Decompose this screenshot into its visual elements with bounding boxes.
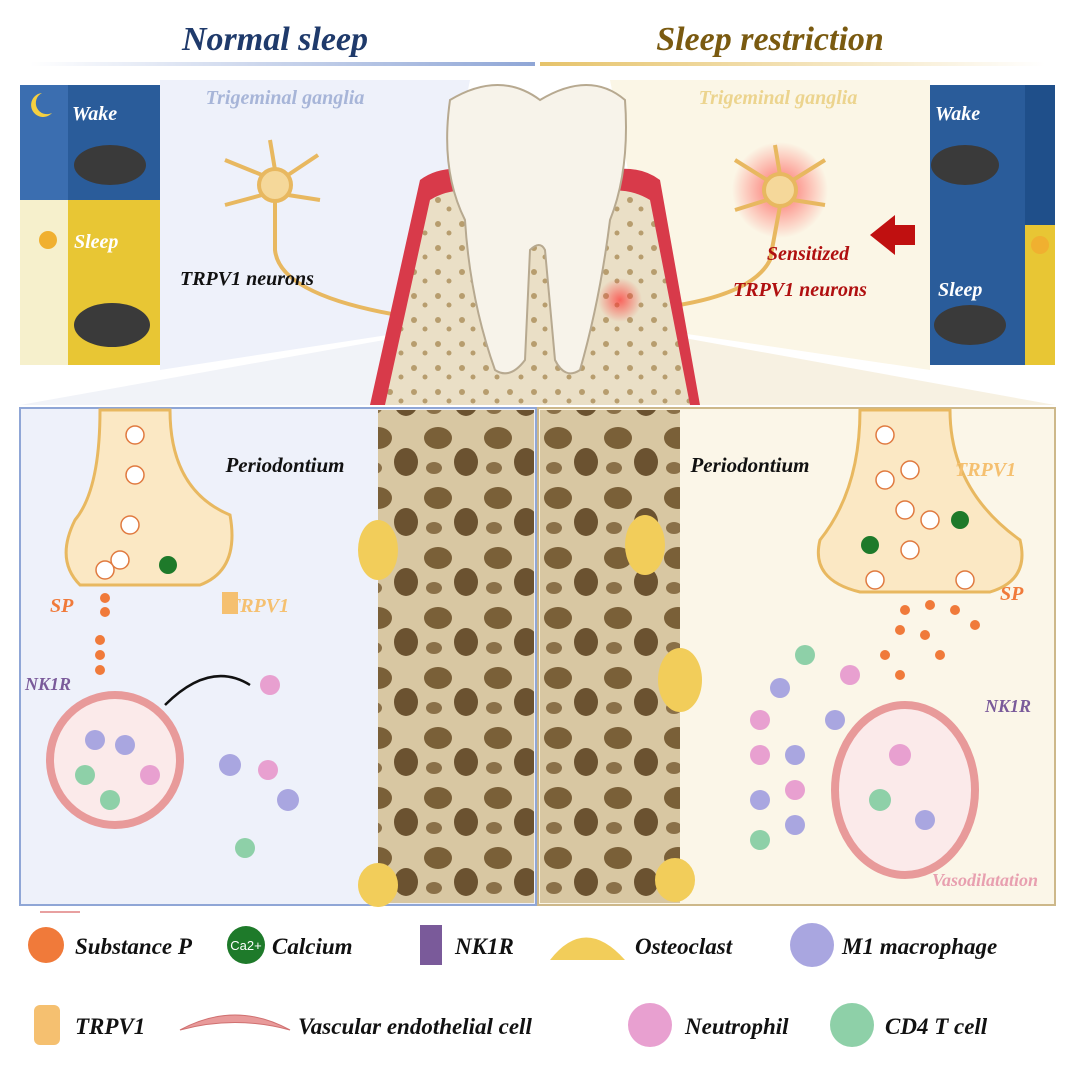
sp-label-left: SP [50, 595, 74, 617]
ganglia-bg-left [160, 80, 470, 370]
trpv1-channel [222, 592, 238, 614]
dilated-vessel-right [831, 701, 979, 879]
nk1r-label-left: NK1R [24, 674, 71, 694]
immune-cells-left [75, 675, 299, 858]
legend-calcium: Calcium [272, 934, 353, 959]
osteoclasts [358, 515, 702, 907]
substance-p-legend-icon [28, 927, 64, 963]
calcium-symbol: Ca2+ [230, 938, 261, 953]
neuron-left [224, 139, 442, 381]
zoom-fan-right [640, 330, 1055, 405]
legend: Substance P Ca2+ Calcium NK1R Osteoclast… [28, 911, 997, 1047]
legend-substance-p: Substance P [75, 934, 193, 959]
sun-icon [1031, 236, 1049, 254]
mouse-awake-icon-2 [934, 305, 1006, 345]
calcium-icon [861, 536, 879, 554]
trpv1-legend-icon [34, 1005, 60, 1045]
title-sleep-restriction: Sleep restriction [656, 21, 884, 58]
sleep-schedule-left: Wake Sleep [20, 85, 160, 365]
endothelial-legend-icon [179, 1014, 291, 1031]
calcium-icon [159, 556, 177, 574]
title-underline-left [30, 62, 535, 66]
legend-neutrophil: Neutrophil [684, 1014, 789, 1039]
nerve-terminal-left [64, 408, 234, 587]
bone-right [540, 410, 680, 903]
nk1r-label-right: NK1R [984, 696, 1031, 716]
migration-arrow [164, 674, 251, 706]
vasodilatation-label: Vasodilatation [932, 870, 1038, 890]
periodontium-label-right: Periodontium [689, 453, 809, 477]
neuron-right [623, 144, 827, 361]
title-normal-sleep: Normal sleep [181, 21, 368, 58]
legend-vascular-endothelial-cell: Vascular endothelial cell [298, 1014, 532, 1039]
mouse-sleeping-icon [74, 303, 150, 347]
substance-p-dots-right [880, 600, 980, 680]
legend-m1-macrophage: M1 macrophage [841, 934, 997, 959]
wake-label-left: Wake [72, 103, 117, 125]
bone-left [378, 410, 534, 903]
calcium-legend-icon [227, 926, 265, 964]
sp-label-right: SP [1000, 583, 1024, 605]
mouse-awake-icon [931, 145, 999, 185]
legend-cd4-t-cell: CD4 T cell [885, 1014, 988, 1039]
immune-cells-right [750, 645, 935, 850]
macrophage-legend-icon [790, 923, 834, 967]
legend-trpv1: TRPV1 [75, 1014, 145, 1039]
wake-label-right: Wake [935, 103, 980, 125]
legend-osteoclast: Osteoclast [635, 934, 733, 959]
osteoclast-legend-icon [550, 937, 625, 960]
sleep-schedule-right: Wake Sleep [930, 85, 1055, 365]
tooth-illustration [370, 84, 700, 405]
red-arrow-icon [870, 215, 915, 255]
legend-nk1r: NK1R [454, 934, 514, 959]
zoom-fan-left [20, 330, 440, 405]
sun-icon [39, 231, 57, 249]
moon-icon [31, 93, 52, 117]
trpv1-neurons-label: TRPV1 neurons [180, 268, 314, 290]
blood-vessel-left [46, 691, 184, 829]
mouse-awake-icon [74, 145, 146, 185]
ganglia-label-left: Trigeminal ganglia [206, 87, 365, 109]
calcium-icon [951, 511, 969, 529]
nk1r-legend-icon [420, 925, 442, 965]
vesicles-right [865, 425, 975, 590]
sensitized-label-2: TRPV1 neurons [733, 279, 867, 301]
ganglia-label-right: Trigeminal ganglia [699, 87, 858, 109]
tcell-legend-icon [830, 1003, 874, 1047]
vesicles-left [95, 425, 145, 580]
sleep-label-left: Sleep [74, 231, 118, 253]
sleep-label-right: Sleep [938, 279, 982, 301]
neutrophil-legend-icon [628, 1003, 672, 1047]
substance-p-dots-left [95, 593, 110, 675]
trpv1-label-right: TRPV1 [955, 459, 1016, 481]
sensitized-label-1: Sensitized [767, 243, 850, 265]
trpv1-label-left: TRPV1 [228, 595, 289, 617]
title-underline-right [540, 62, 1045, 66]
periodontium-label-left: Periodontium [224, 453, 344, 477]
